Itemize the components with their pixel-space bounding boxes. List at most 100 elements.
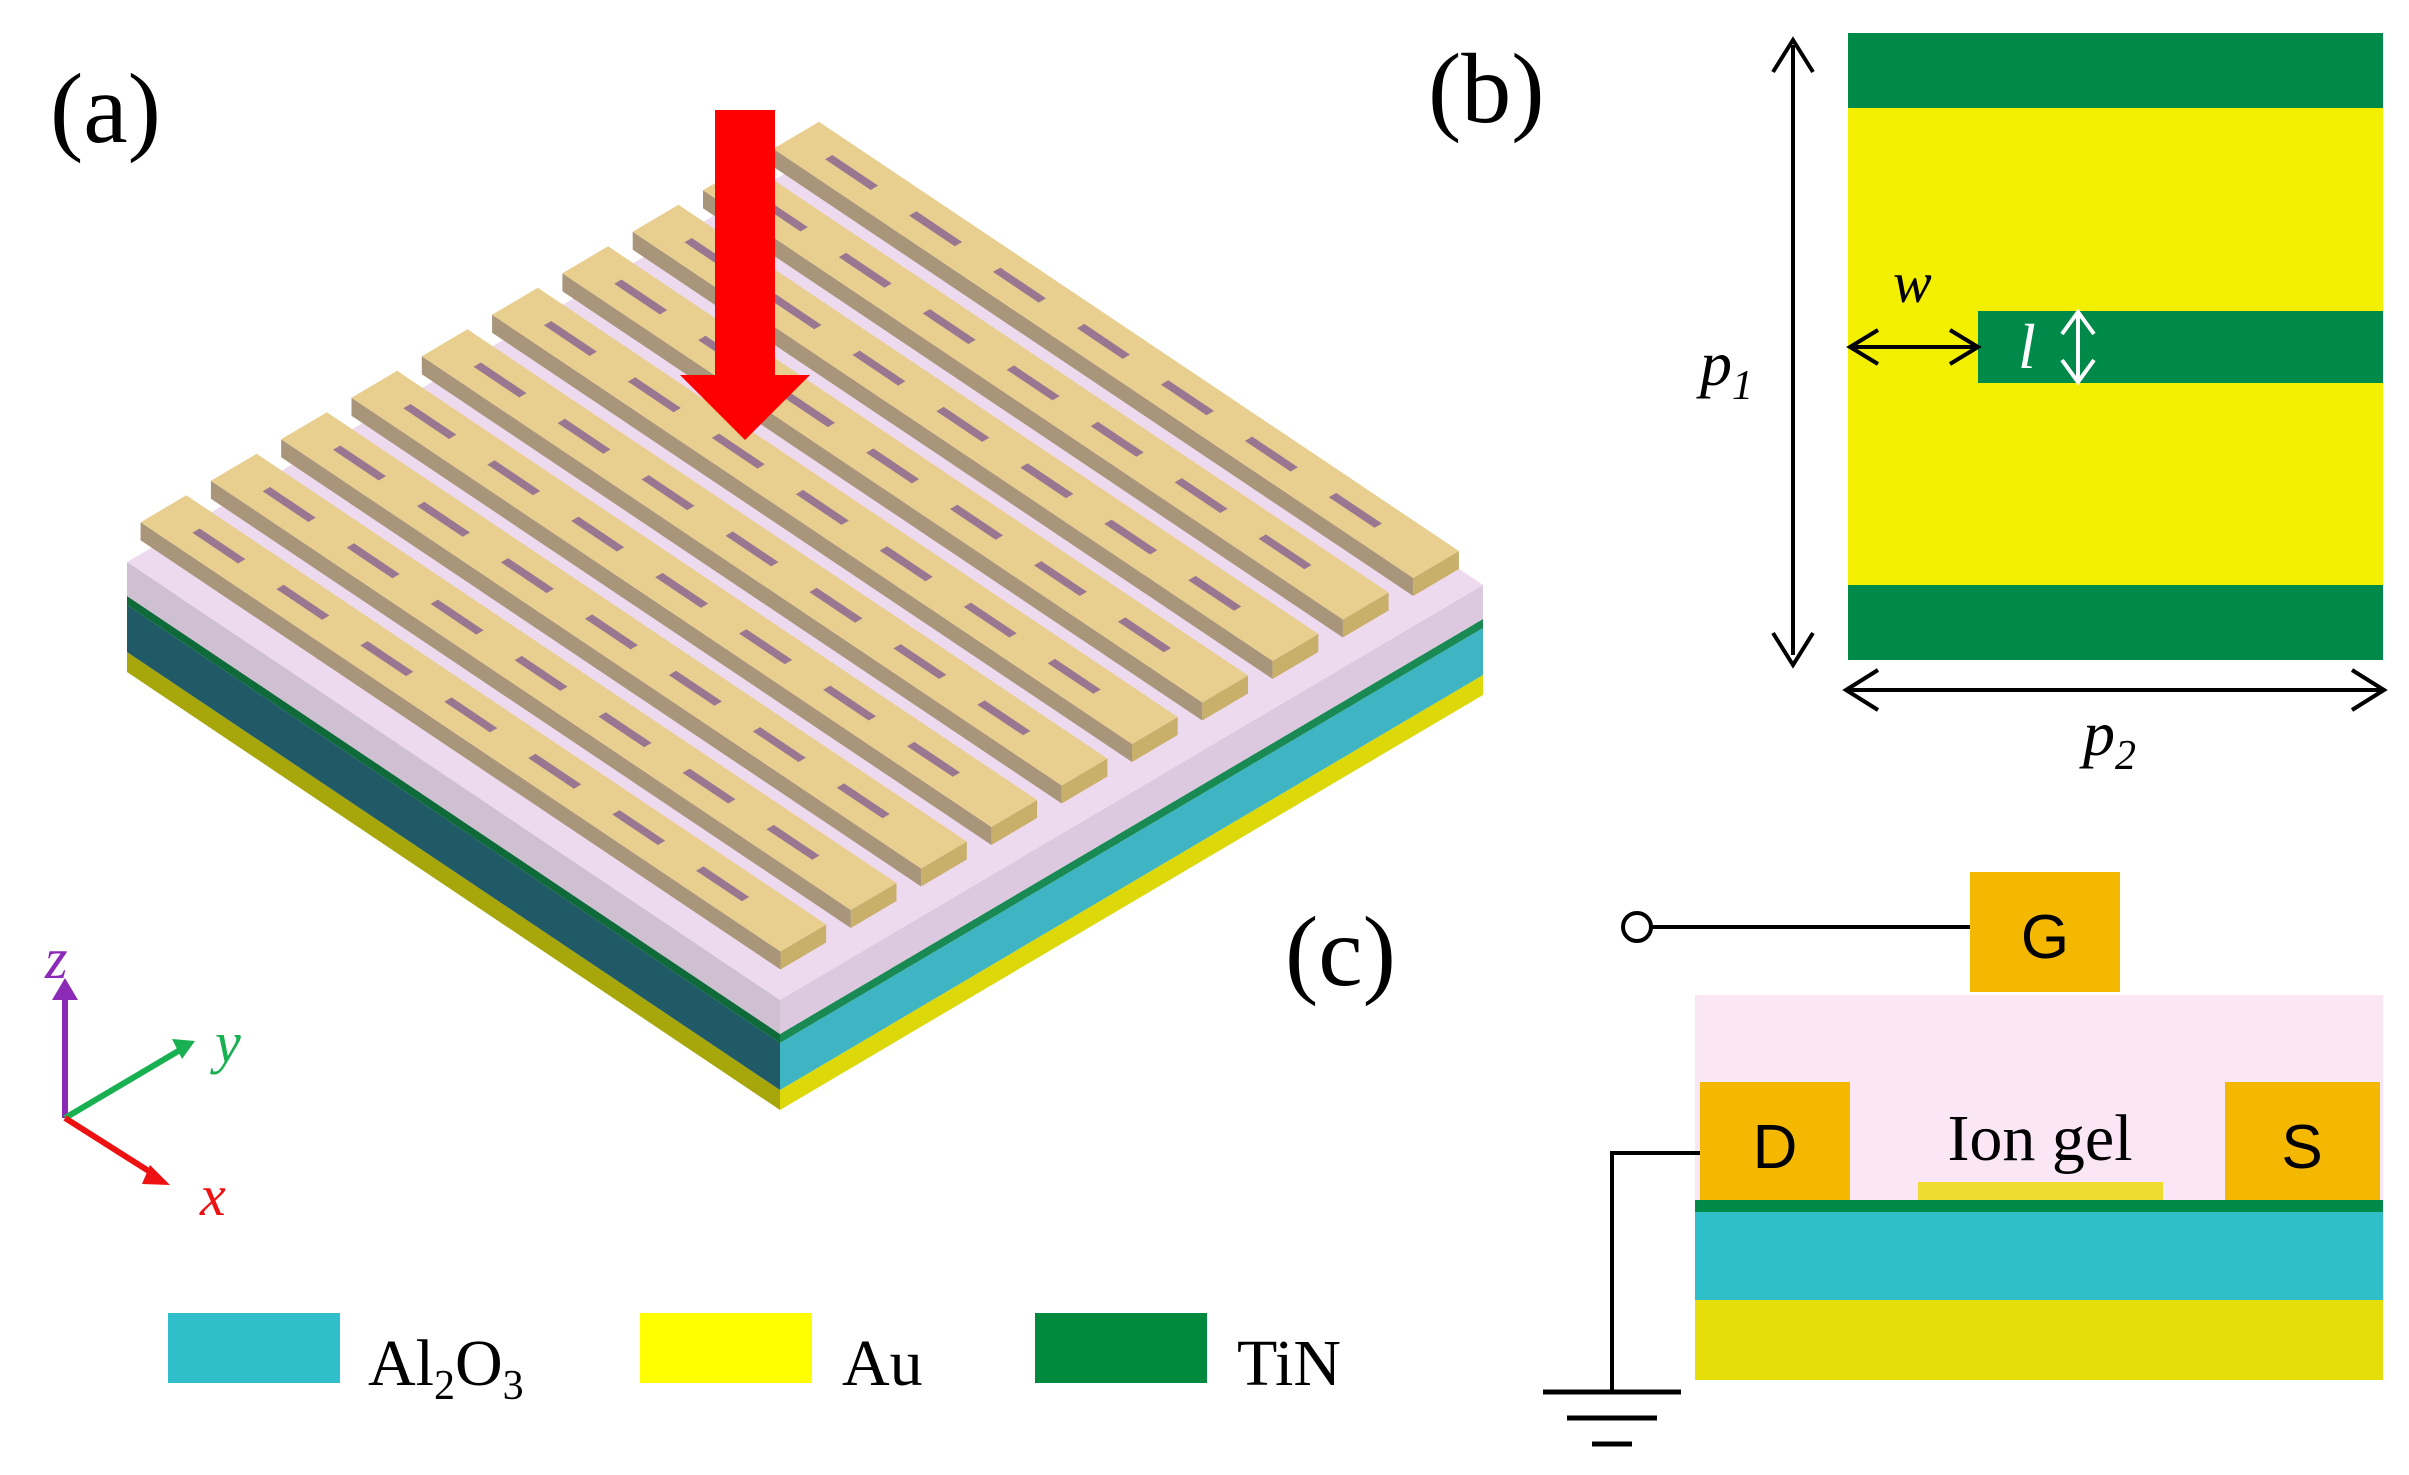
legend-label-al2o3: Al2O3 <box>368 1327 524 1409</box>
gold-strip-side <box>632 231 1273 679</box>
gold-strip-side <box>421 356 1062 804</box>
p1-dimension: p1 <box>1696 36 1815 669</box>
gold-strips <box>140 121 1459 970</box>
slot <box>403 404 457 439</box>
slot <box>514 655 568 691</box>
slot <box>739 629 793 665</box>
slot <box>192 528 246 564</box>
drain-label: D <box>1753 1113 1798 1182</box>
slot <box>571 516 625 552</box>
legend-swatch-al2o3 <box>168 1313 340 1383</box>
panel-c-label: (c) <box>1285 896 1396 1007</box>
coordinate-axes: z y x <box>44 926 241 1228</box>
source-electrode <box>2225 1082 2380 1200</box>
l-dimension: l <box>2018 308 2096 386</box>
slot <box>1174 478 1228 513</box>
gate-electrode <box>1970 872 2120 992</box>
slot <box>627 377 681 413</box>
l-label: l <box>2018 311 2036 382</box>
w-dimension: w <box>1846 250 1982 366</box>
slot <box>1034 561 1087 596</box>
slot <box>922 309 976 345</box>
slot <box>1160 380 1214 416</box>
incident-light-arrow <box>680 110 810 440</box>
slot <box>1258 534 1312 570</box>
ion-gel-right <box>780 585 1483 1034</box>
slot <box>543 321 597 356</box>
slot <box>1077 323 1130 359</box>
gate-terminal <box>1621 911 1970 943</box>
slot <box>528 753 582 789</box>
legend-label-au: Au <box>842 1327 923 1400</box>
gold-strip-front <box>780 924 827 970</box>
tin-layer-right <box>780 619 1483 1043</box>
unit-cell-top-view <box>1848 33 2383 660</box>
slot <box>838 252 892 288</box>
drain-electrode <box>1700 1082 1850 1200</box>
legend-label-tin: TiN <box>1237 1327 1341 1400</box>
device-cross-section: G D S Ion gel <box>1695 872 2383 1380</box>
slot <box>852 350 906 386</box>
gold-strip-side <box>703 190 1343 638</box>
gold-strip-side <box>140 522 781 970</box>
gold-strip-front <box>1061 758 1108 804</box>
gold-strip-front <box>1342 592 1389 638</box>
au-layer-right <box>780 675 1483 1110</box>
slot <box>795 489 849 525</box>
panel-b-label: (b) <box>1428 33 1545 144</box>
slot <box>500 558 554 594</box>
tin-layer-left <box>127 596 780 1043</box>
axis-z-label: z <box>44 926 68 991</box>
slot <box>1188 575 1242 611</box>
slot <box>950 504 1004 540</box>
gold-strip-side <box>773 148 1414 596</box>
slot <box>1328 492 1382 528</box>
slot <box>655 572 709 608</box>
gold-strip-front <box>850 883 897 928</box>
slot <box>725 531 779 567</box>
legend: Al2O3 Au TiN <box>168 1313 1341 1409</box>
slot <box>1020 463 1074 499</box>
axis-x-label: x <box>199 1163 226 1228</box>
al2o3-layer <box>1695 1212 2383 1300</box>
metasurface-3d <box>127 121 1483 1110</box>
gold-strip-side <box>210 480 851 928</box>
au-layer-left <box>127 652 780 1110</box>
slot <box>612 810 666 845</box>
gold-strip-front <box>991 800 1038 845</box>
axis-y-label: y <box>210 1010 241 1075</box>
slot <box>584 614 638 650</box>
slot <box>668 670 722 706</box>
slot <box>752 727 806 762</box>
p2-label: p2 <box>2079 698 2136 779</box>
slot <box>1104 519 1158 555</box>
slot <box>346 543 400 579</box>
slot <box>360 641 414 677</box>
w-label: w <box>1893 250 1932 315</box>
legend-swatch-au <box>640 1313 812 1383</box>
slot <box>825 155 879 190</box>
slot <box>1090 421 1144 457</box>
slot <box>836 783 890 819</box>
gold-strip-front <box>1132 717 1178 762</box>
slot <box>333 445 386 481</box>
slot <box>682 768 736 804</box>
gold-strip-side <box>281 439 922 887</box>
slot <box>276 584 330 620</box>
slot <box>1006 365 1060 401</box>
au-patch <box>1918 1182 2163 1200</box>
slot <box>993 267 1046 303</box>
gold-strip-side <box>351 397 992 845</box>
slot <box>430 599 484 635</box>
al2o3-layer-right <box>780 628 1483 1090</box>
slot <box>417 501 470 537</box>
slot <box>907 741 961 777</box>
slot <box>711 433 765 469</box>
slot <box>487 460 541 496</box>
slot <box>1047 658 1101 694</box>
slot <box>963 602 1017 638</box>
gold-strip-front <box>921 841 967 887</box>
ion-gel-left <box>127 562 780 1034</box>
slot <box>809 587 863 623</box>
